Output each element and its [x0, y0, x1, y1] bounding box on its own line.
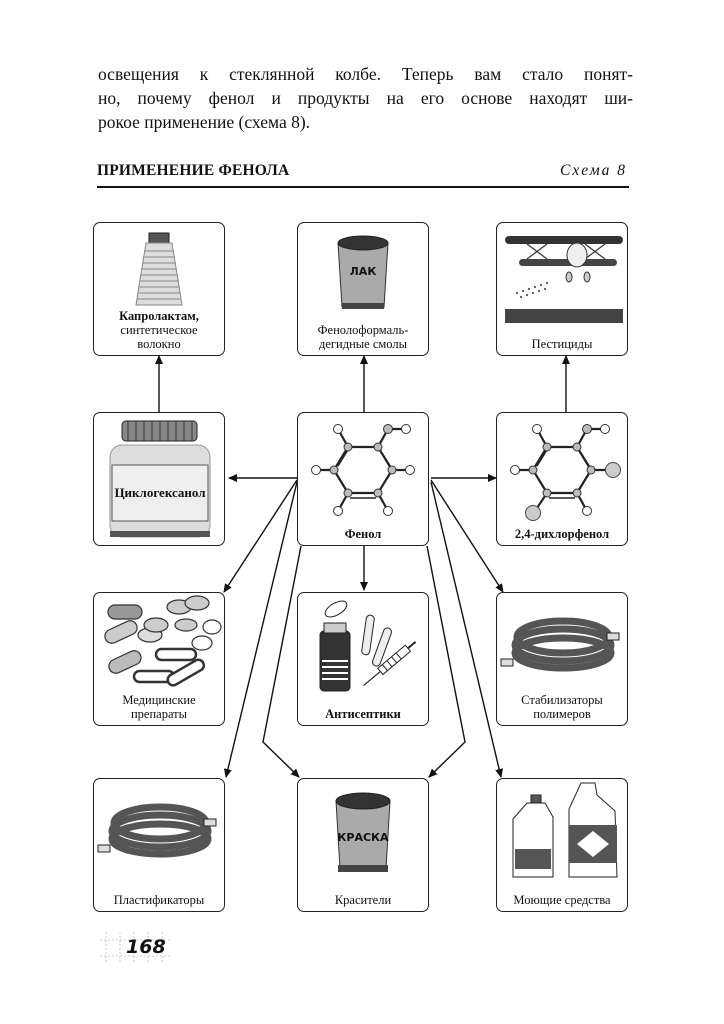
- page-number: 168: [126, 936, 166, 958]
- box-caprolactam: Капролактам, синтетическое волокно: [93, 222, 225, 356]
- label-line: синтетическое: [120, 323, 198, 337]
- label-line: Пестициды: [531, 337, 593, 351]
- arrow-phenol-to-dyes-right: [426, 545, 466, 778]
- scheme-title: ПРИМЕНЕНИЕ ФЕНОЛА: [97, 162, 290, 179]
- jar-label: Циклогексанол: [114, 485, 205, 500]
- label-line: полимеров: [533, 707, 591, 721]
- vial-syringe-icon: [319, 600, 417, 692]
- box-label: 2,4-дихлорфенол: [497, 527, 627, 541]
- box-label: Фенол: [298, 527, 428, 541]
- box-dyes: КРАСКА Красители: [297, 778, 429, 912]
- box-label: Медицинские препараты: [94, 693, 224, 721]
- label-line: Пластификаторы: [113, 893, 205, 907]
- paint-can-icon: КРАСКА: [335, 792, 391, 872]
- box-label: Моющие средства: [497, 893, 627, 907]
- label-line: препараты: [130, 707, 188, 721]
- intro-paragraph: освещения к стеклянной колбе. Теперь вам…: [98, 62, 633, 134]
- pills-icon: [104, 595, 222, 687]
- phenol-molecule-icon: [311, 424, 415, 516]
- label-line: Стабилизаторы: [521, 693, 603, 707]
- box-label: Пластификаторы: [94, 893, 224, 907]
- box-detergents: Моющие средства: [496, 778, 628, 912]
- intro-line: рокое применение (схема 8).: [98, 112, 311, 132]
- box-plasticizers: Пластификаторы: [93, 778, 225, 912]
- label-line: волокно: [137, 337, 181, 351]
- page-number-grid: [100, 932, 170, 964]
- box-label: Красители: [298, 893, 428, 907]
- arrow-phenol-to-medicines: [223, 479, 298, 593]
- intro-line: но, почему фенол и продукты на его основ…: [98, 88, 633, 108]
- label-line: Красители: [334, 893, 392, 907]
- box-label: Антисептики: [298, 707, 428, 721]
- hose-icon: [97, 803, 217, 858]
- jar-icon: Циклогексанол: [109, 420, 211, 538]
- box-pesticides: Пестициды: [496, 222, 628, 356]
- box-resins: ЛАК Фенолоформаль- дегидные смолы: [297, 222, 429, 356]
- label-line: Фенолоформаль-: [317, 323, 409, 337]
- intro-line: освещения к стеклянной колбе. Теперь вам…: [98, 64, 633, 84]
- dichlorophenol-molecule-icon: [510, 424, 621, 521]
- scheme-header: ПРИМЕНЕНИЕ ФЕНОЛА Схема 8: [97, 160, 629, 188]
- box-medicines: Медицинские препараты: [93, 592, 225, 726]
- label-line: 2,4-дихлорфенол: [514, 527, 610, 541]
- arrow-phenol-to-stabilizers: [430, 479, 504, 593]
- box-antiseptics: Антисептики: [297, 592, 429, 726]
- crop-duster-plane-icon: [505, 236, 623, 323]
- label-line: Антисептики: [325, 707, 401, 721]
- box-label: Фенолоформаль- дегидные смолы: [298, 323, 428, 351]
- box-label: Стабилизаторы полимеров: [497, 693, 627, 721]
- label-line: Капролактам,: [119, 309, 199, 323]
- arrow-phenol-to-plasticizers: [223, 481, 298, 778]
- box-dichlorophenol: 2,4-дихлорфенол: [496, 412, 628, 546]
- label-line: Медицинские: [122, 693, 196, 707]
- box-label: Пестициды: [497, 337, 627, 351]
- can-label: ЛАК: [350, 265, 377, 278]
- box-label: Капролактам, синтетическое волокно: [94, 309, 224, 351]
- scheme-number: Схема 8: [560, 162, 627, 179]
- detergent-bottles-icon: [512, 782, 618, 878]
- hose-icon: [500, 617, 620, 672]
- arrow-phenol-to-dyes-left: [262, 545, 302, 778]
- arrow-phenol-to-detergents: [430, 481, 504, 778]
- box-phenol: Фенол: [297, 412, 429, 546]
- label-line: Моющие средства: [513, 893, 611, 907]
- label-line: дегидные смолы: [318, 337, 408, 351]
- box-cyclohexanol: Циклогексанол: [93, 412, 225, 546]
- label-line: Фенол: [344, 527, 382, 541]
- can-label: КРАСКА: [337, 831, 389, 844]
- lacquer-can-icon: ЛАК: [337, 235, 389, 309]
- thread-spool-icon: [135, 232, 183, 306]
- box-stabilizers: Стабилизаторы полимеров: [496, 592, 628, 726]
